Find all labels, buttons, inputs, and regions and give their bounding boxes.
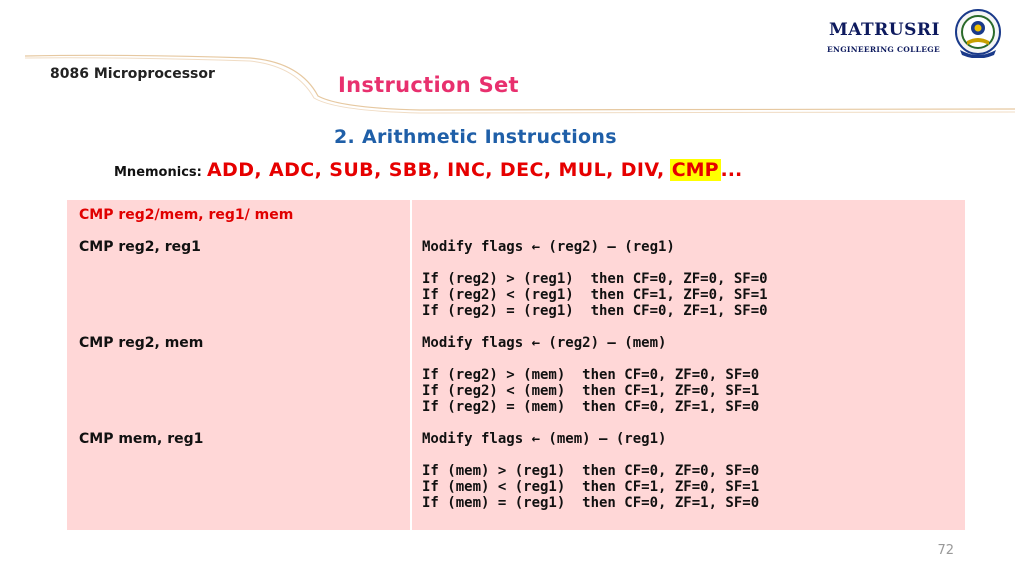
modify-flags: Modify flags ← (reg2) – (reg1) bbox=[422, 239, 675, 255]
condition-line: If (reg2) < (mem) then CF=1, ZF=0, SF=1 bbox=[422, 383, 760, 399]
condition-line: If (reg2) = (reg1) then CF=0, ZF=1, SF=0 bbox=[422, 303, 768, 319]
column-divider bbox=[410, 200, 412, 530]
modify-flags: Modify flags ← (mem) – (reg1) bbox=[422, 431, 667, 447]
page-number: 72 bbox=[937, 543, 954, 558]
panel-heading: CMP reg2/mem, reg1/ mem bbox=[79, 207, 294, 223]
mnemonics-label: Mnemonics: bbox=[114, 165, 202, 180]
college-seal-icon bbox=[955, 9, 1001, 58]
condition-line: If (mem) = (reg1) then CF=0, ZF=1, SF=0 bbox=[422, 495, 760, 511]
section-detail: Modify flags ← (reg2) – (mem) If (reg2) … bbox=[422, 335, 759, 415]
section-name: CMP reg2, reg1 bbox=[79, 239, 201, 255]
section-name: CMP mem, reg1 bbox=[79, 431, 204, 447]
college-brand: MATRUSRI ENGINEERING COLLEGE bbox=[827, 20, 940, 54]
highlighted-mnemonic: CMP bbox=[669, 159, 721, 181]
section-name: CMP reg2, mem bbox=[79, 335, 204, 351]
college-subtitle: ENGINEERING COLLEGE bbox=[827, 45, 940, 54]
mnemonics-list: ADD, ADC, SUB, SBB, INC, DEC, MUL, DIV, bbox=[206, 159, 665, 181]
condition-line: If (mem) > (reg1) then CF=0, ZF=0, SF=0 bbox=[422, 463, 760, 479]
subject-title: 8086 Microprocessor bbox=[50, 66, 215, 82]
condition-line: If (reg2) > (reg1) then CF=0, ZF=0, SF=0 bbox=[422, 271, 768, 287]
condition-line: If (reg2) = (mem) then CF=0, ZF=1, SF=0 bbox=[422, 399, 760, 415]
mnemonics-ellipsis: ... bbox=[720, 159, 743, 181]
condition-line: If (reg2) > (mem) then CF=0, ZF=0, SF=0 bbox=[422, 367, 760, 383]
college-name: MATRUSRI bbox=[828, 20, 940, 40]
section-title: 2. Arithmetic Instructions bbox=[334, 126, 617, 148]
section-detail: Modify flags ← (mem) – (reg1) If (mem) >… bbox=[422, 431, 759, 511]
slide-title: Instruction Set bbox=[338, 73, 519, 97]
condition-line: If (mem) < (reg1) then CF=1, ZF=0, SF=1 bbox=[422, 479, 760, 495]
mnemonics-line: Mnemonics: ADD, ADC, SUB, SBB, INC, DEC,… bbox=[114, 159, 742, 181]
section-detail: Modify flags ← (reg2) – (reg1) If (reg2)… bbox=[422, 239, 768, 319]
instruction-panel: CMP reg2/mem, reg1/ mem CMP reg2, reg1 M… bbox=[67, 200, 965, 530]
header-decoration bbox=[24, 54, 1016, 114]
modify-flags: Modify flags ← (reg2) – (mem) bbox=[422, 335, 667, 351]
condition-line: If (reg2) < (reg1) then CF=1, ZF=0, SF=1 bbox=[422, 287, 768, 303]
